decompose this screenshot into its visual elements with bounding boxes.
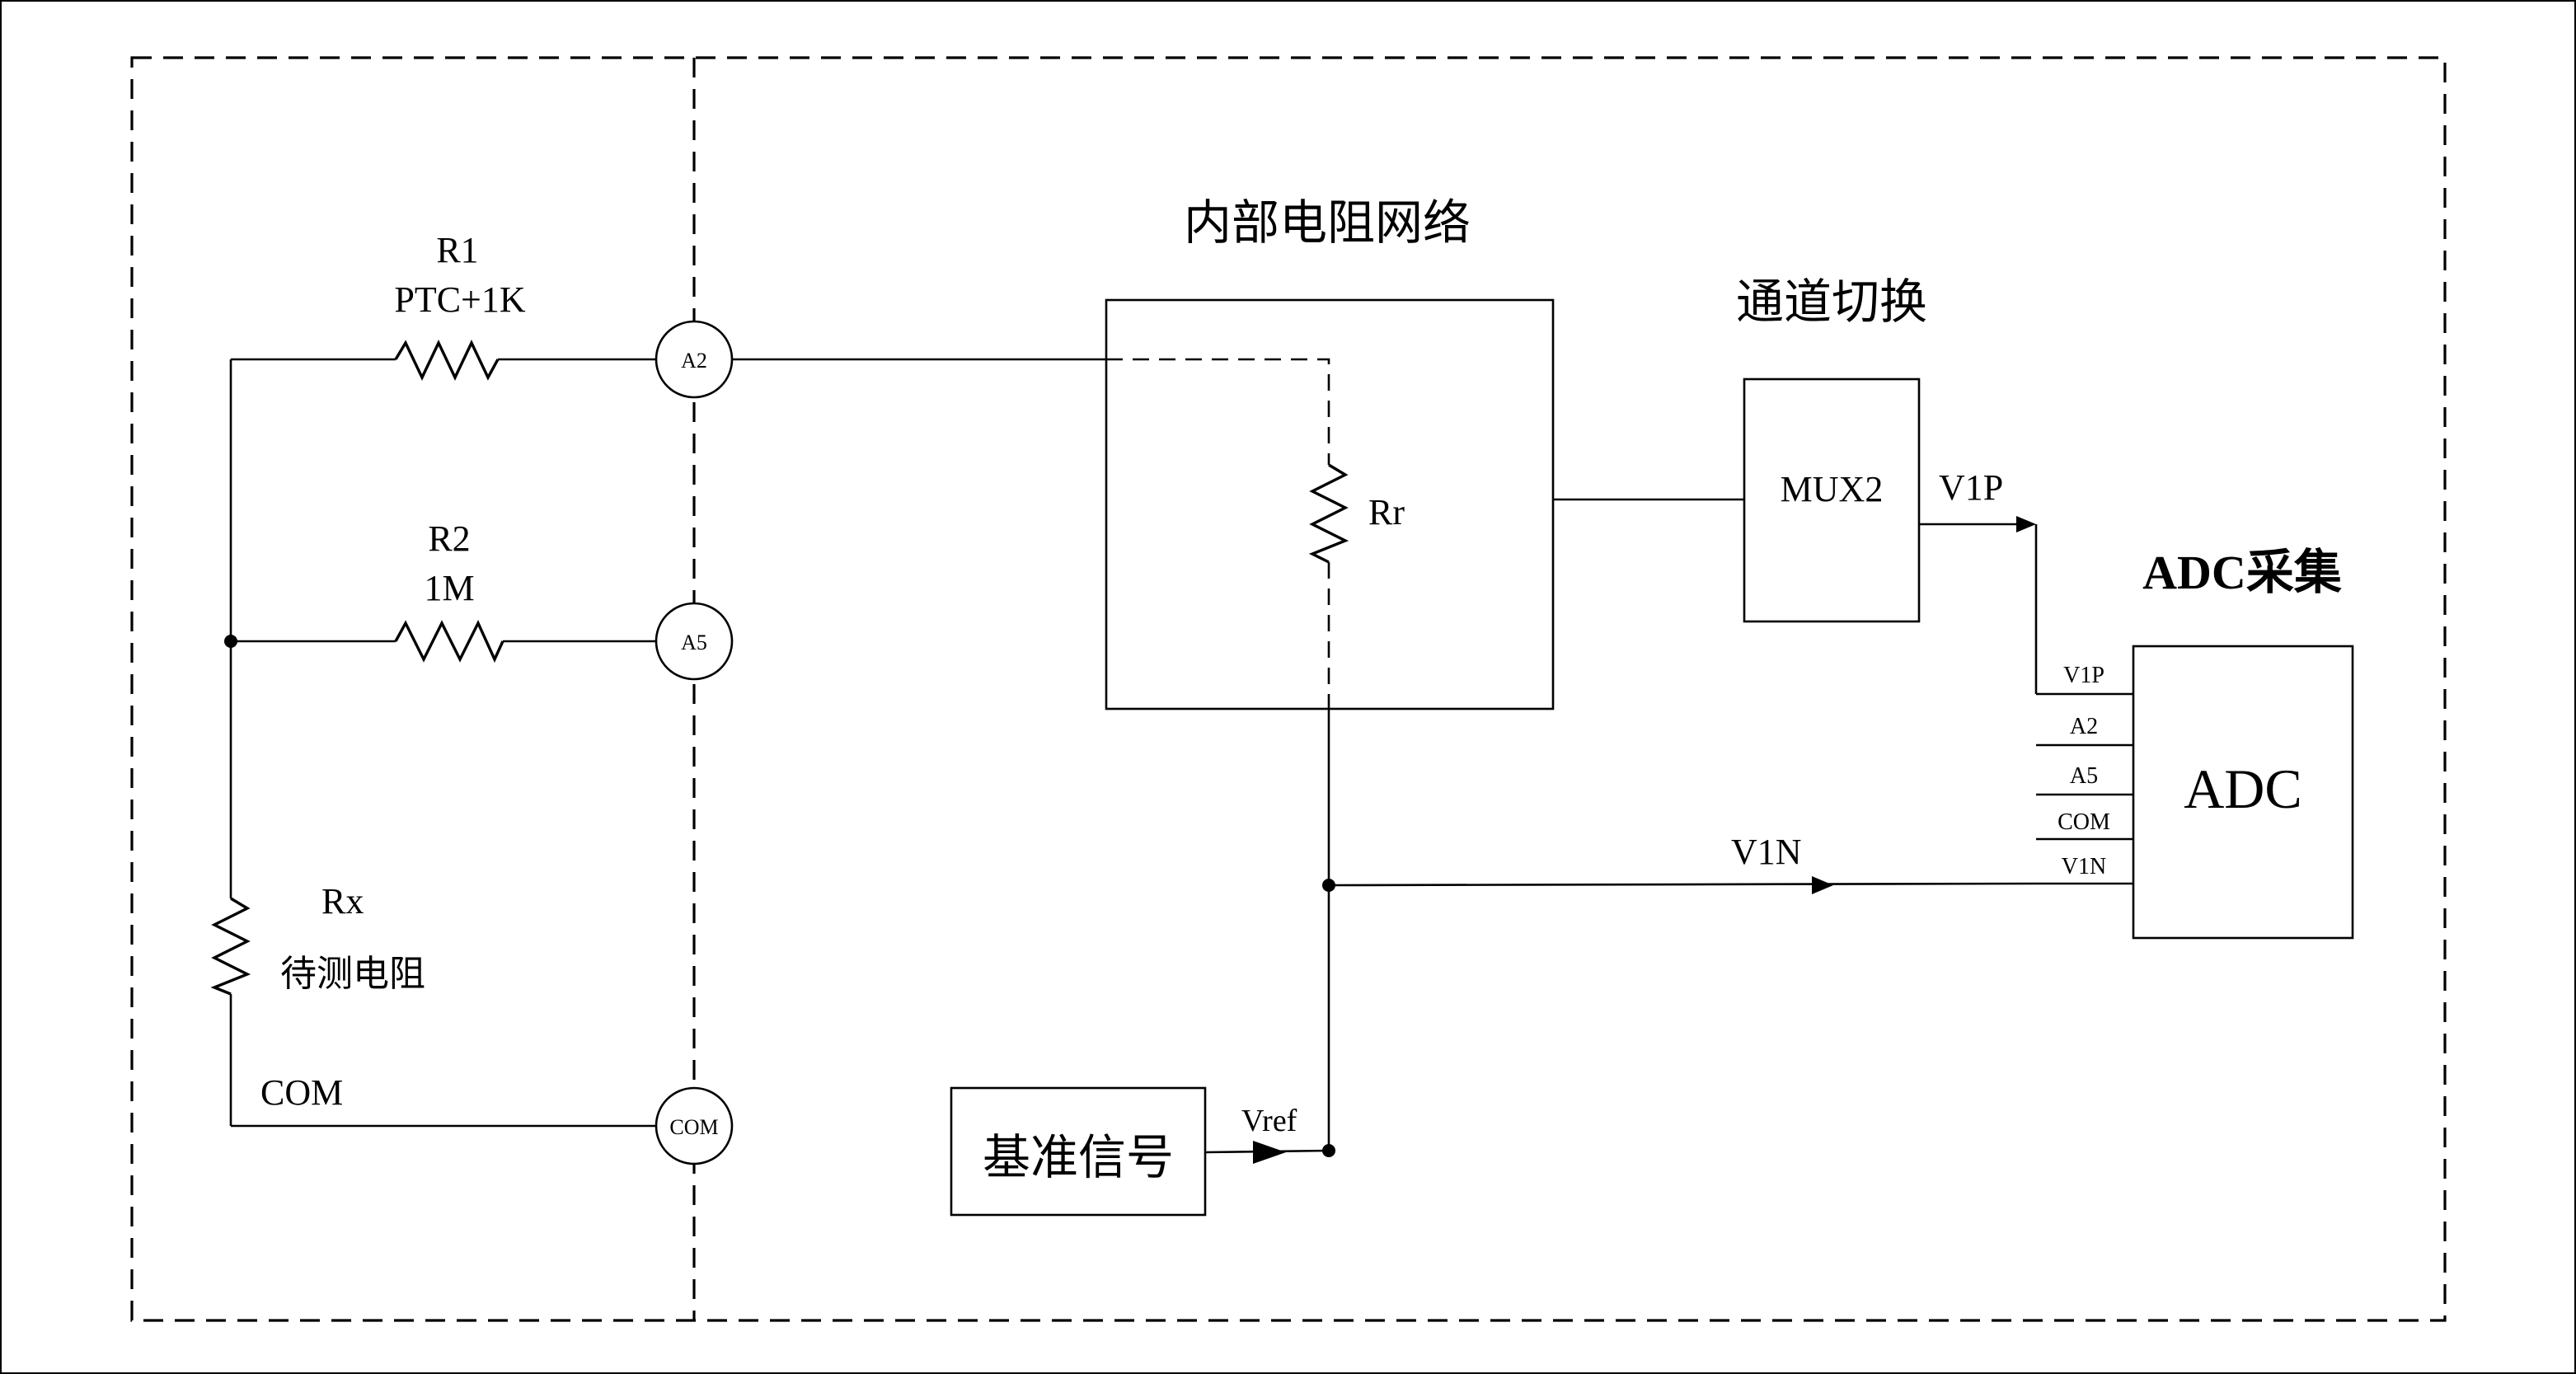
v1n-wire	[1328, 882, 2037, 887]
terminal-a5: A5	[655, 602, 734, 681]
terminal-a5-label: A5	[681, 631, 707, 654]
terminal-a5-icon	[655, 602, 734, 681]
adc-pin-a5: A5	[2070, 763, 2098, 789]
junction-dot-vref	[1322, 1144, 1335, 1157]
mux-box	[1743, 377, 1921, 623]
rr-label: Rr	[1368, 492, 1405, 532]
resistor-r2-icon	[394, 620, 504, 664]
adc-pin-a2: A2	[2070, 714, 2098, 739]
adc-pin-v1n: V1N	[2062, 854, 2106, 879]
v1n-label: V1N	[1731, 832, 1802, 872]
resistor-rx-icon	[210, 897, 251, 996]
mux-title: 通道切换	[1736, 274, 1927, 330]
mux-label: MUX2	[1781, 469, 1884, 509]
terminal-a2: A2	[655, 320, 734, 399]
r1-name: R1	[436, 230, 478, 270]
v1n-arrow-icon	[1812, 876, 1833, 894]
terminal-a2-label: A2	[681, 349, 707, 373]
r2-value: 1M	[424, 568, 474, 608]
reference-label: 基准信号	[983, 1129, 1174, 1185]
rx-desc: 待测电阻	[280, 953, 425, 995]
resistor-rr-icon	[1308, 463, 1349, 564]
network-internal-dashed-path	[1106, 358, 1330, 465]
mux-out-label: V1P	[1939, 467, 2003, 508]
adc-box	[2132, 645, 2354, 940]
resistor-r1-icon	[394, 340, 500, 381]
com-wire-label: COM	[260, 1072, 343, 1113]
rx-name: Rx	[321, 881, 364, 921]
external-boundary	[130, 56, 2447, 1322]
adc-label: ADC	[2184, 757, 2302, 820]
vref-label: Vref	[1241, 1104, 1297, 1138]
terminal-com-label: COM	[669, 1115, 718, 1139]
adc-title: ADC采集	[2142, 546, 2342, 599]
adc-pin-com: COM	[2058, 809, 2110, 835]
r1-value: PTC+1K	[394, 279, 526, 320]
vref-arrow-icon	[1253, 1141, 1286, 1164]
r2-name: R2	[428, 518, 470, 559]
mux-out-arrow-icon	[2016, 516, 2036, 532]
terminal-com-icon	[655, 1086, 734, 1165]
internal-network-title: 内部电阻网络	[1184, 195, 1471, 251]
adc-pin-v1p: V1P	[2063, 663, 2104, 688]
terminal-com: COM	[655, 1086, 734, 1165]
